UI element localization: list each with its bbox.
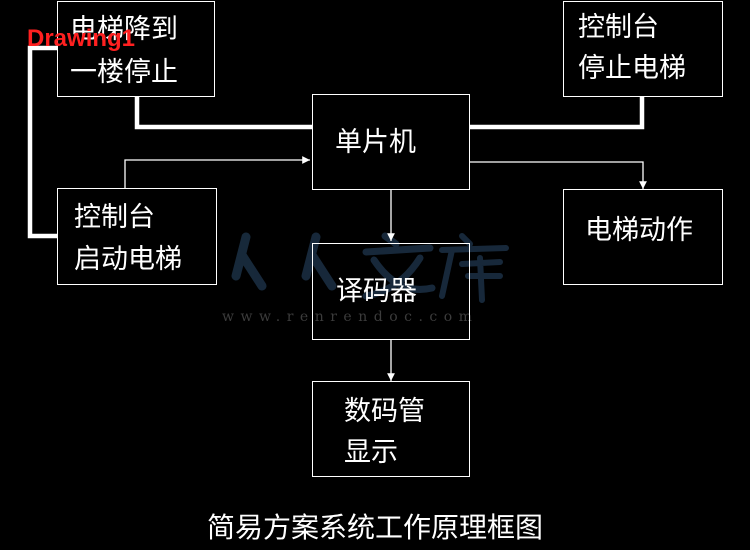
node-decoder-label: 译码器 [336, 276, 417, 307]
node-elevator-action-box [563, 189, 723, 285]
node-console-start-line2: 启动电梯 [74, 244, 182, 275]
node-console-stop-box [563, 1, 723, 97]
node-descend-line1: 电梯降到 [70, 14, 178, 45]
arrow-mcu-to-elevator [470, 161, 647, 189]
wire-descend-to-mcu [134, 97, 312, 130]
node-display-line1: 数码管 [344, 396, 425, 427]
wire-mcu-to-console-stop [470, 97, 645, 130]
arrow-console-start-to-mcu [124, 156, 310, 188]
node-mcu-label: 单片机 [335, 127, 416, 158]
node-console-start-line1: 控制台 [74, 202, 155, 233]
node-display-box [312, 381, 470, 477]
node-descend-line2: 一楼停止 [70, 57, 178, 88]
node-descend-box [57, 1, 215, 97]
drawing-label: Drawing1 [27, 25, 136, 52]
node-mcu-box [312, 94, 470, 190]
wire-left-bracket [27, 45, 57, 239]
node-console-start-box [57, 188, 217, 285]
node-decoder-box [312, 243, 470, 340]
node-console-stop-line1: 控制台 [578, 12, 659, 43]
node-elevator-action-label: 电梯动作 [585, 215, 693, 246]
watermark-url: www.renrendoc.com [222, 309, 479, 325]
node-display-line2: 显示 [344, 437, 398, 468]
diagram-caption: 简易方案系统工作原理框图 [206, 511, 543, 544]
node-console-stop-line2: 停止电梯 [578, 53, 686, 84]
